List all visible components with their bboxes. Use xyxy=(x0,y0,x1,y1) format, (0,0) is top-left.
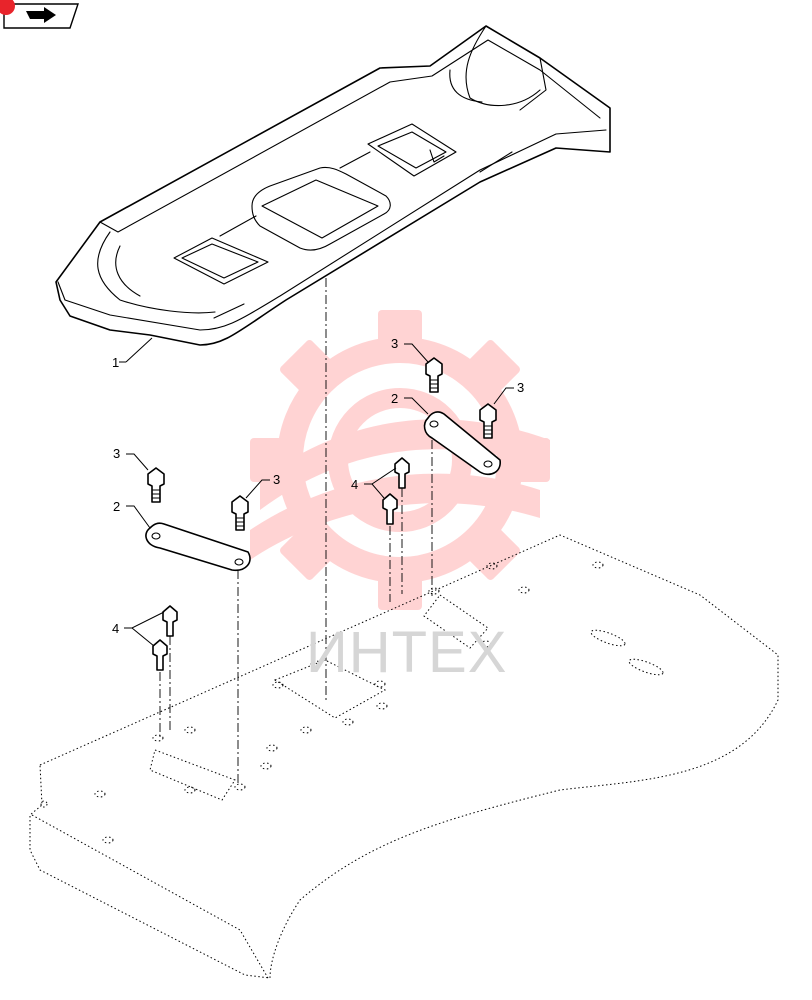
part-3-bolt xyxy=(425,357,443,393)
part-4-stud xyxy=(394,457,410,489)
part-4-stud xyxy=(382,493,398,525)
callout-2a: 2 xyxy=(113,499,120,514)
callout-labels: 1 2 2 3 3 3 3 4 4 xyxy=(112,336,524,636)
part-4-stud xyxy=(152,639,168,671)
callout-3d: 3 xyxy=(517,380,524,395)
callout-3a: 3 xyxy=(113,446,120,461)
callout-3b: 3 xyxy=(273,472,280,487)
leader-lines xyxy=(124,343,514,647)
part-2-plate-right xyxy=(423,411,501,476)
watermark-text: ИНТЕХ xyxy=(306,620,507,685)
callout-4b: 4 xyxy=(112,621,119,636)
center-lines xyxy=(159,278,433,785)
part-1-cover xyxy=(55,25,611,363)
callout-1: 1 xyxy=(112,355,119,370)
callout-4a: 4 xyxy=(351,477,358,492)
callout-3c: 3 xyxy=(391,336,398,351)
part-4-stud xyxy=(162,605,178,637)
part-3-bolt xyxy=(147,467,165,503)
callout-2b: 2 xyxy=(391,391,398,406)
base-plate xyxy=(29,534,779,979)
book-arrow-icon[interactable] xyxy=(0,0,79,29)
part-3-bolt xyxy=(479,403,497,439)
part-3-bolt xyxy=(231,495,249,531)
part-2-plate-left xyxy=(145,522,251,572)
